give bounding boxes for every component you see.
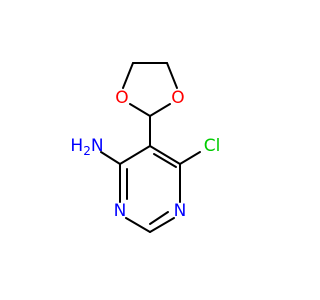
- bond-c5-c4: [119, 145, 151, 165]
- bonds: [100, 62, 201, 233]
- bond-c5-c6-inner: [153, 153, 177, 168]
- atom-cl: Cl: [204, 136, 221, 156]
- bond-c2-o-right: [149, 103, 171, 117]
- atom-o-left: O: [115, 88, 128, 108]
- atom-n-right: N: [174, 201, 187, 221]
- atom-labels: O O Cl H2N N N: [70, 88, 220, 221]
- bond-n1-c2: [149, 217, 175, 233]
- bond-n3-c2: [125, 217, 151, 233]
- atom-amino: H2N: [70, 136, 103, 158]
- bond-c6-cl: [179, 151, 201, 165]
- amino-n: N: [91, 136, 104, 156]
- bond-o-left-c: [122, 62, 134, 89]
- atom-n-left: N: [114, 201, 127, 221]
- structure-canvas: O O Cl H2N N N: [70, 62, 220, 233]
- atom-o-right: O: [171, 88, 184, 108]
- bond-n1-c2-inner: [149, 211, 169, 225]
- bond-o-right-c: [166, 62, 178, 89]
- bond-c2-o-left: [129, 103, 151, 117]
- bond-c4-nh2: [100, 151, 121, 165]
- amino-h: H: [70, 136, 83, 156]
- bond-c5-c6: [149, 145, 181, 165]
- molecule-diagram: O O Cl H2N N N: [70, 62, 220, 233]
- amino-subscript: 2: [83, 144, 91, 158]
